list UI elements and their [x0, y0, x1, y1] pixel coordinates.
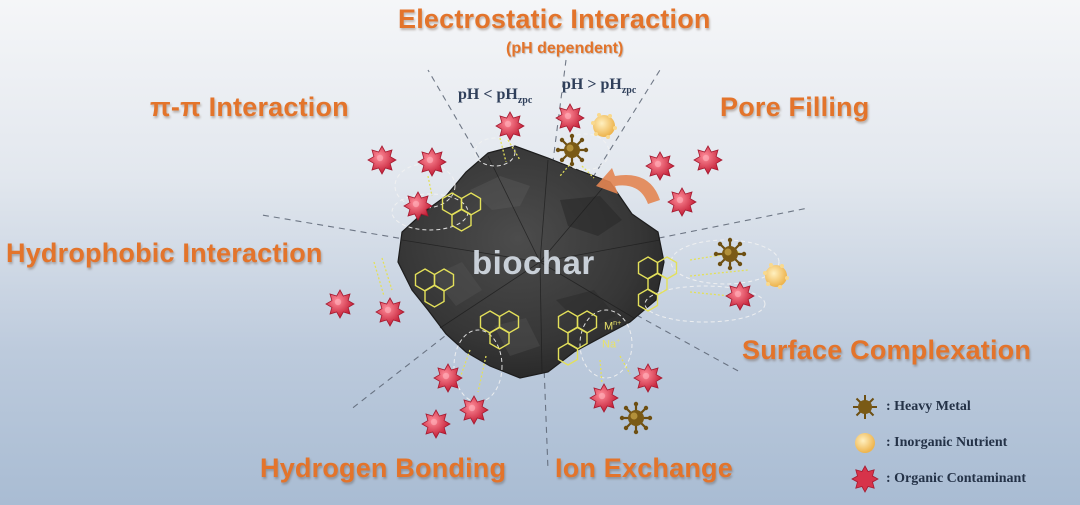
ph-above-zpc: pH > pHzpc	[562, 76, 636, 96]
label-ion-exchange: Ion Exchange	[555, 453, 733, 483]
inorganic-nutrient-icon	[855, 433, 875, 453]
label-electrostatic-interaction: Electrostatic Interaction	[398, 4, 711, 34]
ph-below-zpc-subscript: zpc	[517, 95, 533, 107]
legend-label-organic-contaminant: : Organic Contaminant	[886, 471, 1026, 486]
label-surface-complexation: Surface Complexation	[742, 335, 1032, 365]
legend-item-inorganic-nutrient: : Inorganic Nutrient	[846, 428, 1072, 458]
ph-above-zpc-subscript: zpc	[621, 85, 637, 97]
legend: : Heavy Metal : Inorganic Nutrient : Org…	[846, 388, 1072, 500]
label-hydrogen-bonding: Hydrogen Bonding	[260, 453, 507, 483]
label-pore-filling: Pore Filling	[720, 92, 870, 122]
bond-lines	[373, 137, 749, 393]
sodium-ion-label: Na+	[602, 338, 620, 351]
sodium-ion-charge: +	[616, 338, 621, 345]
label-pi-pi-interaction: π-π Interaction	[150, 92, 349, 122]
ph-below-zpc-text: pH < pH	[458, 86, 518, 103]
legend-label-heavy-metal: : Heavy Metal	[886, 399, 971, 414]
organic-contaminant-icon	[851, 465, 879, 493]
label-ph-dependent: (pH dependent)	[506, 40, 624, 57]
ph-below-zpc: pH < pHzpc	[458, 86, 532, 106]
metal-ion-symbol: M	[604, 320, 614, 333]
legend-label-inorganic-nutrient: : Inorganic Nutrient	[886, 435, 1008, 450]
heavy-metal-icon	[853, 395, 877, 419]
biochar-label: biochar	[472, 244, 595, 281]
sodium-ion-symbol: Na	[602, 338, 617, 351]
metal-ion-label: Mn+	[604, 320, 621, 333]
ph-above-zpc-text: pH > pH	[562, 76, 622, 93]
biochar-particle	[397, 145, 665, 379]
legend-item-heavy-metal: : Heavy Metal	[846, 392, 1072, 422]
legend-item-organic-contaminant: : Organic Contaminant	[846, 464, 1072, 494]
pore-filling-arrow	[596, 168, 660, 204]
metal-ion-charge: n+	[613, 320, 622, 327]
label-hydrophobic-interaction: Hydrophobic Interaction	[6, 238, 323, 268]
